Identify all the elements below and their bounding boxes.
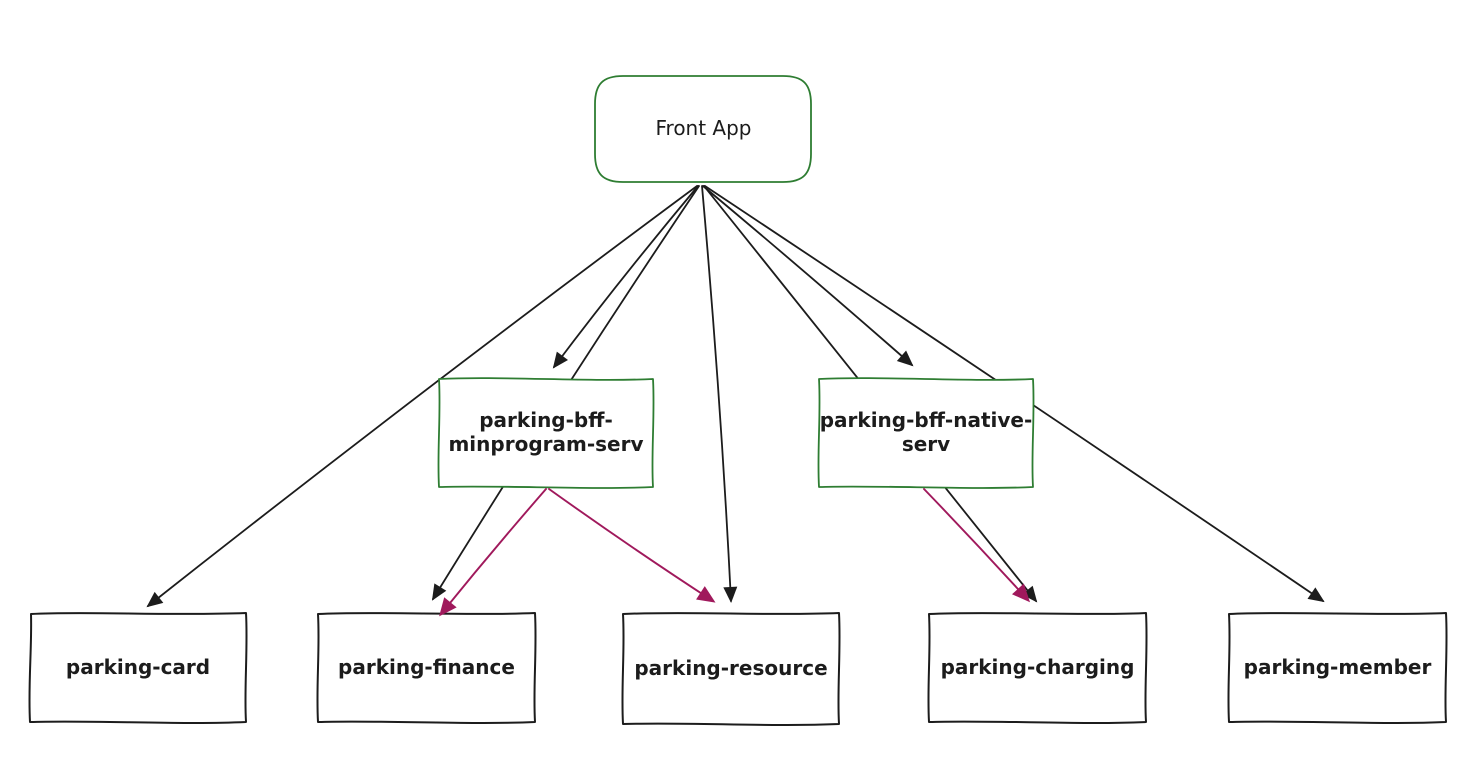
node-bff-native <box>817 377 1035 489</box>
edge-frontapp-to-bff-native <box>702 185 914 367</box>
node-front-app <box>594 75 812 183</box>
node-parking-charging <box>927 612 1148 724</box>
edge-frontapp-to-parking-card <box>146 185 698 608</box>
node-parking-member <box>1227 612 1448 724</box>
edge-bff-minprogram-to-parking-resource <box>548 488 716 603</box>
node-parking-card <box>28 612 248 724</box>
edge-frontapp-to-parking-resource <box>701 185 738 603</box>
edge-bff-native-to-parking-charging <box>923 488 1031 603</box>
node-parking-finance <box>316 612 537 724</box>
edge-bff-minprogram-to-parking-finance <box>439 488 547 617</box>
node-parking-resource <box>621 612 841 726</box>
edge-frontapp-to-bff-minprogram <box>552 185 699 369</box>
node-bff-minprogram <box>437 377 655 489</box>
